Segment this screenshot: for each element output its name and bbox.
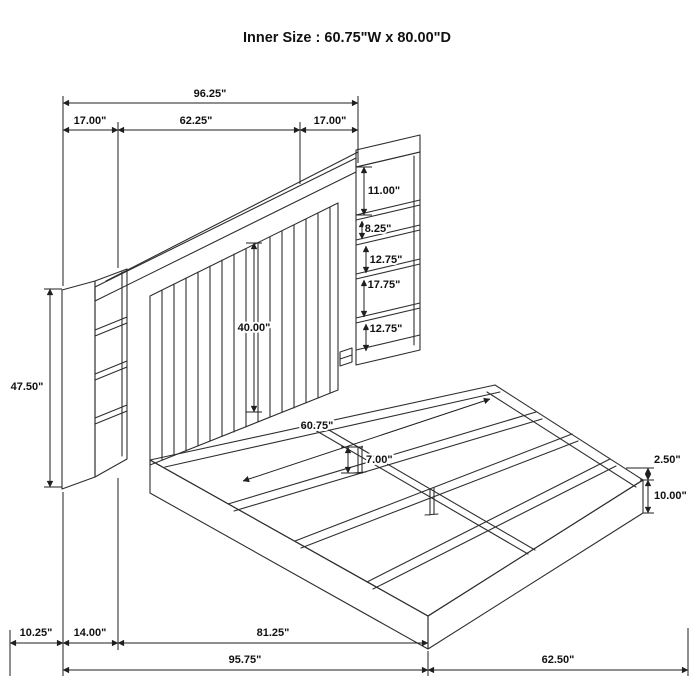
dim-label-shelf-gap-c: 17.75" [368, 279, 401, 291]
diagram-title: Inner Size : 60.75"W x 80.00"D [243, 30, 451, 46]
dim-label-footboard-height: 10.00" [654, 490, 687, 502]
left-rail-face [149, 459, 429, 650]
top-bridge-plank [94, 157, 357, 302]
dim-label-center-width: 62.25" [180, 115, 213, 127]
dim-label-pier-top-gap: 11.00" [368, 185, 400, 197]
headboard-panel [149, 202, 339, 466]
dim-label-inner-width: 60.75" [301, 420, 334, 432]
dim-label-right-pier-width: 17.00" [314, 115, 347, 127]
dim-label-shelf-gap-d: 12.75" [370, 323, 403, 335]
dim-label-headboard-height: 40.00" [238, 322, 271, 334]
bed-deck [149, 384, 644, 617]
dim-label-bed-width: 62.50" [542, 654, 575, 666]
center-rail-leg-2 [424, 487, 439, 516]
slat-3 [366, 458, 617, 590]
left-pier-side [94, 268, 128, 478]
dimension-annotations: 96.25" 17.00" 62.25" 17.00" 11.00" 8.25"… [9, 86, 689, 676]
dim-label-shelf-gap-a: 8.25" [365, 223, 392, 235]
right-pier-shelves [355, 199, 421, 351]
headboard-bracket [339, 347, 353, 367]
dim-label-overall-width: 96.25" [194, 88, 227, 100]
right-pier-cap [355, 134, 421, 168]
dim-label-pier-height: 47.50" [11, 381, 44, 393]
slat-2 [294, 433, 579, 549]
dim-label-leg-height: 7.00" [366, 454, 393, 466]
dim-line-inner-width [242, 397, 491, 483]
dim-label-overall-depth: 95.75" [229, 654, 262, 666]
bed-line-drawing [61, 134, 644, 650]
dim-label-shelf-gap-b: 12.75" [370, 254, 403, 266]
right-rail-lip [486, 391, 637, 488]
headboard-channels [161, 206, 331, 461]
dim-label-pier-depth: 14.00" [74, 627, 107, 639]
dim-label-left-pier-width: 17.00" [74, 115, 107, 127]
dim-label-back-overhang: 10.25" [20, 627, 53, 639]
dim-label-rail-lip: 2.50" [654, 454, 681, 466]
dim-label-frame-depth: 81.25" [257, 627, 290, 639]
footboard-face [427, 479, 644, 650]
left-pier-front [61, 280, 96, 490]
top-bridge-plank-back-edge [105, 151, 359, 282]
right-pier-body [355, 151, 421, 366]
left-pier-shelves [94, 316, 128, 425]
